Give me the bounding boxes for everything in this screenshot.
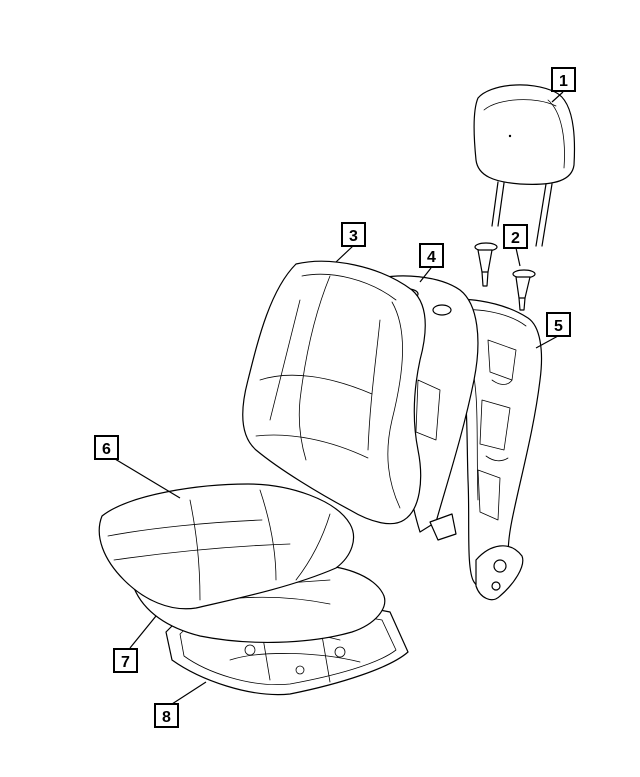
headrest bbox=[473, 84, 576, 247]
callout-8-label: 8 bbox=[162, 709, 171, 726]
callout-4-label: 4 bbox=[427, 249, 436, 266]
headrest-guide-sleeves bbox=[474, 242, 536, 311]
callout-2-label: 2 bbox=[511, 230, 520, 247]
seat-cushion-cover bbox=[98, 483, 355, 610]
callout-3: 3 bbox=[341, 222, 366, 247]
callout-5-label: 5 bbox=[554, 318, 563, 335]
callout-1-label: 1 bbox=[559, 73, 568, 90]
callout-3-label: 3 bbox=[349, 228, 358, 245]
seat-back-cover bbox=[242, 260, 426, 525]
callout-1: 1 bbox=[551, 67, 576, 92]
callout-6-label: 6 bbox=[102, 441, 111, 458]
callout-8: 8 bbox=[154, 703, 179, 728]
callout-7: 7 bbox=[113, 648, 138, 673]
callout-7-label: 7 bbox=[121, 654, 130, 671]
callout-6: 6 bbox=[94, 435, 119, 460]
callout-4: 4 bbox=[419, 243, 444, 268]
callout-2: 2 bbox=[503, 224, 528, 249]
callout-5: 5 bbox=[546, 312, 571, 337]
